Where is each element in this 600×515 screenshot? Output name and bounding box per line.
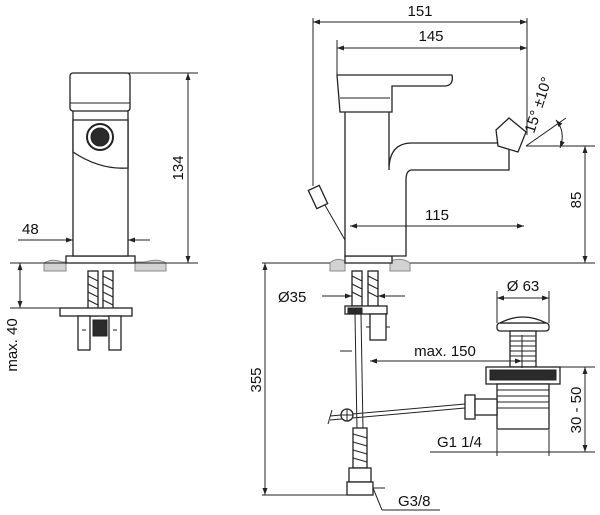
label-115: 115 bbox=[425, 207, 449, 224]
label-355: 355 bbox=[248, 367, 265, 392]
label-85: 85 bbox=[568, 192, 585, 209]
dim-thread-g3-8: G3/8 bbox=[372, 487, 440, 511]
pop-up-waste bbox=[464, 316, 561, 430]
label-g3-8: G3/8 bbox=[398, 493, 431, 510]
label-max-40: max. 40 bbox=[4, 318, 21, 371]
label-dia-35: Ø35 bbox=[278, 289, 306, 306]
dim-max-40: max. 40 bbox=[4, 262, 60, 372]
side-countertop bbox=[262, 258, 595, 272]
label-151: 151 bbox=[407, 3, 432, 20]
label-48: 48 bbox=[22, 221, 39, 238]
dim-dia-63: Ø 63 bbox=[496, 278, 550, 323]
dim-width-48: 48 bbox=[18, 221, 150, 256]
dim-height-85: 85 bbox=[410, 145, 595, 264]
dim-angle: 15° ±10° bbox=[522, 75, 575, 149]
side-nozzle bbox=[495, 117, 527, 153]
side-spout-body bbox=[344, 97, 510, 257]
dim-max-150: max. 150 bbox=[370, 335, 523, 368]
label-max-150: max. 150 bbox=[414, 343, 476, 360]
label-g1-1-4: G1 1/4 bbox=[437, 434, 482, 451]
label-134: 134 bbox=[170, 155, 187, 180]
dim-thread-g1-1-4: G1 1/4 bbox=[430, 430, 550, 456]
side-view bbox=[307, 74, 527, 496]
label-30-50: 30 - 50 bbox=[568, 387, 585, 434]
dim-range-30-50: 30 - 50 bbox=[549, 366, 595, 453]
front-countertop bbox=[43, 259, 67, 272]
dim-reach-115: 115 bbox=[350, 207, 524, 229]
dim-height-355: 355 bbox=[248, 262, 347, 496]
front-outlet bbox=[86, 123, 114, 151]
dim-width-151: 151 bbox=[312, 3, 528, 186]
dim-height-134: 134 bbox=[128, 72, 198, 264]
label-dia-63: Ø 63 bbox=[507, 278, 540, 295]
side-lever bbox=[336, 74, 453, 113]
front-lever bbox=[69, 72, 131, 112]
dim-dia-35: Ø35 bbox=[278, 289, 405, 306]
dim-width-145: 145 bbox=[336, 28, 527, 75]
front-view bbox=[40, 72, 180, 351]
label-145: 145 bbox=[418, 28, 443, 45]
